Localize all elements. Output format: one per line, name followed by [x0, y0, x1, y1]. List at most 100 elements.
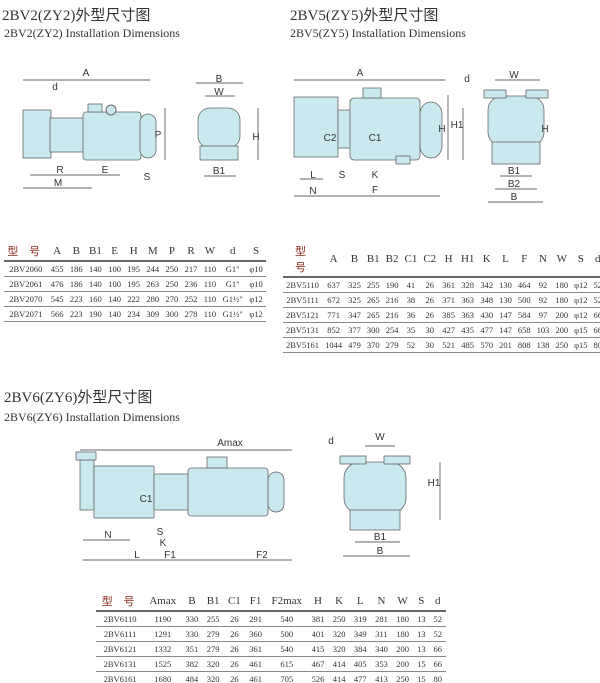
dimension-label: W: [509, 70, 519, 81]
table-cell: 140: [105, 306, 125, 322]
table-cell: 130: [496, 292, 515, 308]
table-cell: 30: [420, 337, 440, 353]
table-cell: φ12: [571, 307, 591, 323]
table-cell: 195: [124, 261, 144, 277]
table-cell: 311: [370, 626, 393, 642]
table-cell: 1044: [322, 337, 346, 353]
table-cell: 415: [307, 641, 329, 657]
table-cell: 672: [322, 292, 346, 308]
dimension-label: H: [541, 124, 548, 135]
table-cell: 328: [457, 277, 478, 293]
table-cell: 2BV5121: [283, 307, 323, 323]
terminal-box-shape: [105, 104, 117, 116]
table-cell: 584: [514, 307, 534, 323]
column-header: F: [514, 242, 534, 278]
table-cell: 414: [328, 671, 350, 683]
dimension-label: S: [157, 527, 164, 538]
table-cell: 92: [533, 277, 553, 293]
table-cell: 130: [496, 277, 515, 293]
table-cell: 52: [590, 292, 600, 308]
table-cell: 26: [223, 671, 245, 683]
table-cell: 2BV2060: [4, 261, 48, 277]
table-cell: φ12: [571, 292, 591, 308]
table-cell: 361: [439, 277, 458, 293]
column-header: H: [307, 592, 329, 612]
table-cell: 540: [266, 641, 308, 657]
table-cell: 430: [477, 307, 497, 323]
table-cell: 484: [181, 671, 203, 683]
table-cell: 435: [457, 322, 478, 338]
dimension-label: A: [83, 68, 90, 79]
table-cell: 2BV5110: [283, 277, 323, 293]
pump-body-shape: [139, 113, 157, 159]
table-cell: 2BV2070: [4, 291, 48, 307]
table-cell: 477: [477, 322, 497, 338]
table-cell: 464: [514, 277, 534, 293]
table-cell: 705: [266, 671, 308, 683]
table-cell: 461: [245, 656, 267, 672]
table-cell: 236: [181, 276, 201, 292]
table-cell: 66: [429, 656, 446, 672]
pump-body-shape: [93, 465, 155, 519]
pump-body-shape: [487, 95, 545, 147]
dimension-label: K: [372, 170, 379, 181]
table-cell: 255: [363, 277, 383, 293]
dimension-label: F1: [164, 550, 176, 561]
pump-body-shape: [395, 155, 411, 165]
table-cell: 270: [162, 291, 182, 307]
column-header: W: [392, 592, 414, 612]
table-cell: 201: [496, 337, 515, 353]
section-title-2bv6: 2BV6(ZY6)外型尺寸图: [4, 390, 153, 406]
table-cell: 138: [533, 337, 553, 353]
table-cell: G1½": [219, 306, 247, 322]
table-cell: 160: [85, 291, 106, 307]
table-cell: 190: [382, 277, 402, 293]
table-cell: 2BV2071: [4, 306, 48, 322]
pump-body-shape: [267, 471, 285, 513]
dimension-label: B: [377, 546, 384, 557]
table-cell: 66: [590, 322, 600, 338]
table-cell: 1332: [144, 641, 182, 657]
table-cell: 300: [162, 306, 182, 322]
table-cell: 476: [47, 276, 67, 292]
dimension-label: d: [52, 82, 58, 93]
column-header: L: [349, 592, 371, 612]
table-cell: 545: [47, 291, 67, 307]
column-header: 型 号: [4, 242, 48, 262]
table-cell: 147: [496, 307, 515, 323]
table-cell: 570: [477, 337, 497, 353]
pump-body-shape: [22, 109, 52, 159]
section-subtitle-2bv5: 2BV5(ZY5) Installation Dimensions: [290, 26, 466, 40]
table-cell: 371: [439, 292, 458, 308]
column-header: B: [181, 592, 203, 612]
table-cell: φ10: [246, 261, 266, 277]
table-cell: 52: [401, 337, 421, 353]
table-cell: 103: [533, 322, 553, 338]
pump-body-shape: [206, 456, 228, 469]
table-cell: 2BV5161: [283, 337, 323, 353]
column-header: L: [496, 242, 515, 278]
table-cell: 200: [552, 322, 572, 338]
section-title-2bv5: 2BV5(ZY5)外型尺寸图: [290, 8, 439, 24]
column-header: E: [105, 242, 125, 262]
table-cell: 250: [552, 337, 572, 353]
table-cell: 265: [363, 307, 383, 323]
column-header: 型 号: [96, 592, 145, 612]
column-header: N: [533, 242, 553, 278]
table-cell: 278: [181, 306, 201, 322]
table-cell: 291: [245, 611, 267, 627]
table-cell: 52: [429, 626, 446, 642]
table-cell: 92: [533, 292, 553, 308]
table-cell: 377: [345, 322, 364, 338]
table-cell: 38: [401, 292, 421, 308]
table-cell: 26: [223, 626, 245, 642]
table-cell: 66: [429, 641, 446, 657]
column-header: S: [413, 592, 430, 612]
pump-body-shape: [75, 451, 97, 461]
table-cell: 526: [307, 671, 329, 683]
